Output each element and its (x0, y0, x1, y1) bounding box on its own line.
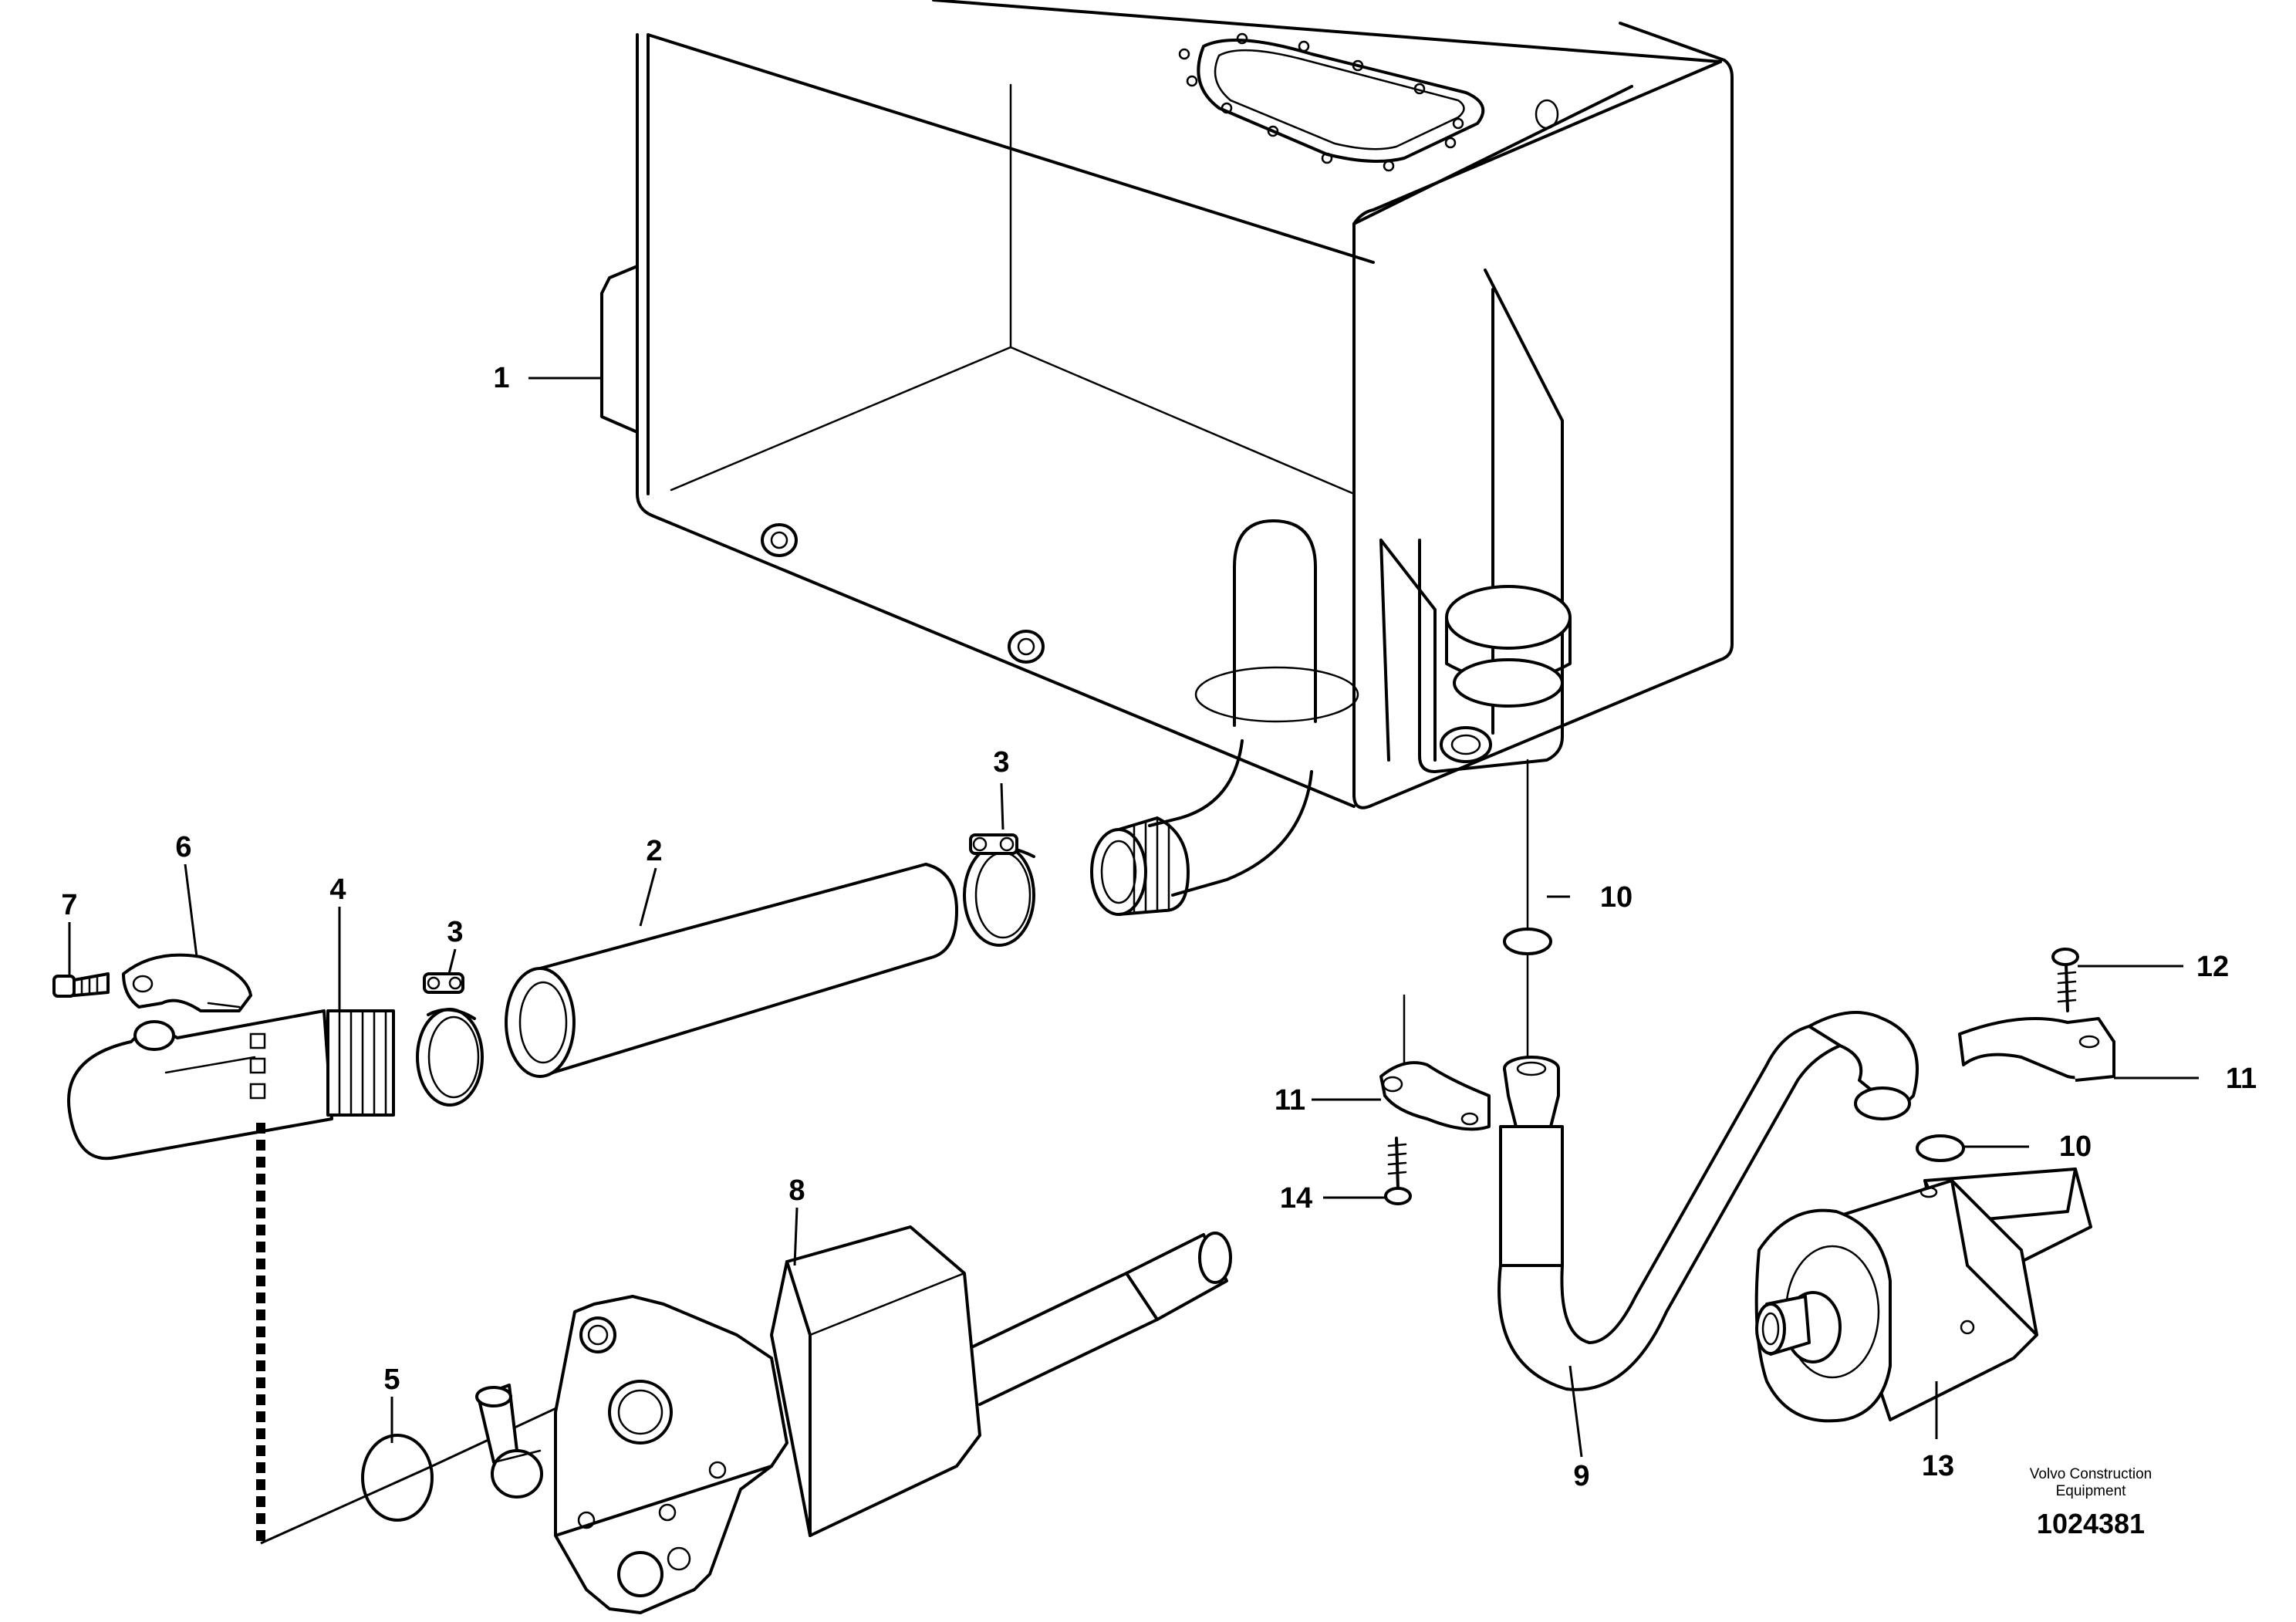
callout-9: 9 (1573, 1460, 1589, 1492)
suction-hose (505, 863, 958, 1078)
callout-11a: 11 (1275, 1084, 1305, 1117)
hydraulic-tank (600, 0, 1734, 809)
callout-4: 4 (329, 874, 346, 906)
flange-screw (1384, 1137, 1412, 1205)
callout-8: 8 (788, 1174, 805, 1207)
callout-3b: 3 (447, 916, 463, 948)
pressure-hose (1497, 1011, 1919, 1391)
callout-labels: 1 2 3 3 4 5 6 7 8 9 10 10 11 11 12 13 14 (61, 362, 2257, 1492)
brand-line-1: Volvo Construction (2029, 1466, 2152, 1482)
callout-3a: 3 (993, 746, 1009, 779)
hose-clamp-left (416, 972, 484, 1107)
hose-clamp-right (963, 833, 1035, 947)
callout-6: 6 (175, 831, 191, 863)
flange-half-right (1958, 1017, 2115, 1082)
callout-5: 5 (383, 1363, 400, 1396)
callout-7: 7 (61, 889, 77, 921)
o-ring (361, 1434, 434, 1522)
brand-line-2: Equipment (2055, 1483, 2126, 1499)
o-ring-lower (1916, 1134, 1965, 1162)
callout-10a: 10 (1600, 881, 1633, 914)
callout-10b: 10 (2059, 1130, 2092, 1163)
leader-lines (68, 377, 2199, 1458)
elbow-tube (67, 1009, 395, 1161)
screw (52, 972, 110, 998)
flange-half (122, 953, 252, 1012)
o-ring-upper (1503, 759, 1552, 1059)
hose-nipple (1090, 816, 1190, 916)
callout-2: 2 (646, 835, 662, 867)
flange-screw-top (2051, 948, 2079, 1012)
callout-13: 13 (1922, 1450, 1954, 1482)
tank-outlet-hose (1148, 739, 1313, 897)
callout-12: 12 (2196, 951, 2229, 983)
callout-1: 1 (493, 362, 509, 394)
hydraulic-pump (475, 1225, 1232, 1614)
callout-14: 14 (1280, 1182, 1312, 1215)
flange-half-left (1379, 994, 1491, 1131)
auxiliary-pump (1754, 1168, 2092, 1423)
callout-11b: 11 (2226, 1063, 2257, 1095)
drawing-footer: Volvo Construction Equipment 1024381 (1975, 1466, 2207, 1540)
document-number: 1024381 (2036, 1508, 2146, 1539)
